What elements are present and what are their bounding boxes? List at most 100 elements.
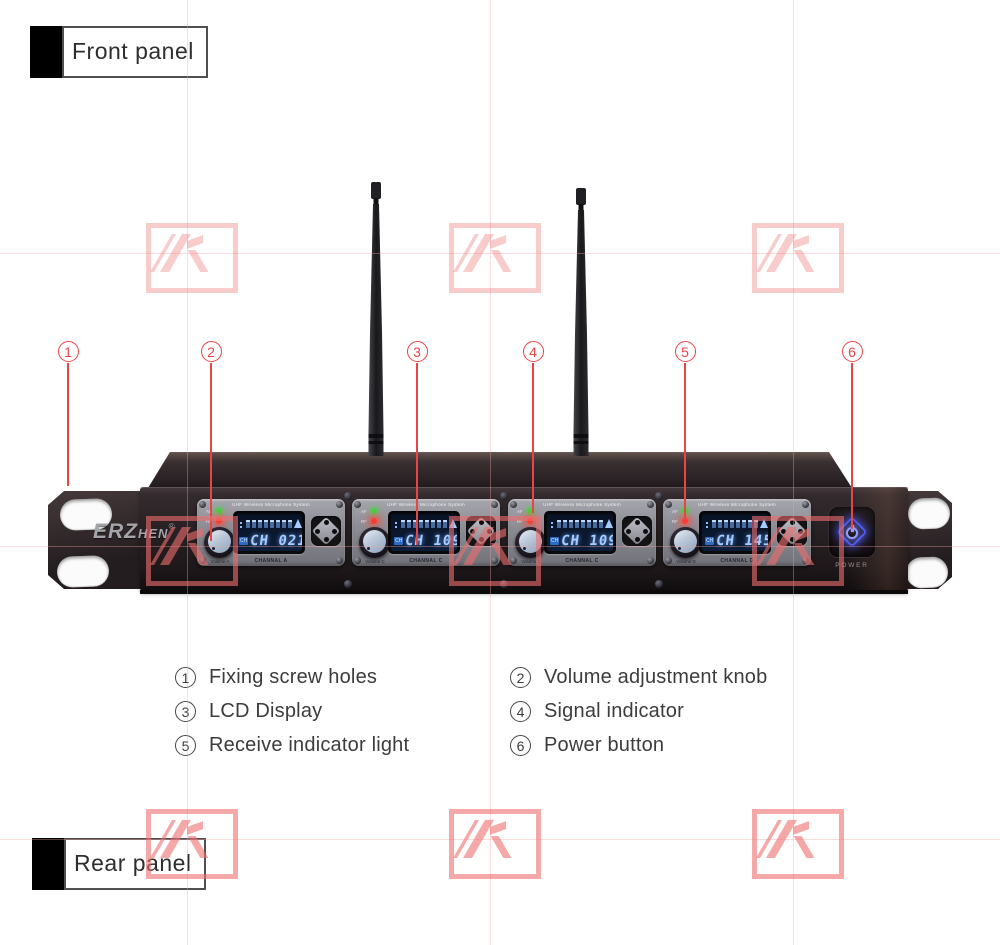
channel-name-label: CHANNAL C [565,558,599,564]
signal-bars [551,519,613,528]
legend-item-2: 2 Volume adjustment knob [510,666,767,689]
legend-number: 1 [175,667,196,688]
screw-icon [655,492,663,500]
screw-icon [199,501,206,508]
label-square-icon [30,26,63,78]
callout-line [532,363,534,513]
callout-line [416,363,418,545]
channel-tag: CH [550,537,560,545]
screw-icon [655,580,663,588]
legend-label: Volume adjustment knob [544,666,768,688]
rf-label: RF [517,518,523,524]
legend-label: Power button [544,734,665,756]
rf-label: RF [672,518,678,524]
knob-marker [367,547,370,550]
rf-led-icon [527,518,533,524]
power-label: POWER [835,562,869,569]
navigation-pad[interactable] [311,516,341,546]
af-label: AF [517,508,523,514]
screw-icon [336,557,343,564]
chassis-bottom-edge [140,590,908,594]
channel-readout: CH 021 [249,533,302,549]
channel-tag: CH [705,537,715,545]
legend-number: 6 [510,735,531,756]
rf-led-icon [216,518,222,524]
screw-icon [491,501,498,508]
callout-line [210,363,212,541]
rf-label: RF [361,518,367,524]
af-led-icon [527,508,533,514]
navigation-pad[interactable] [777,516,807,546]
callout-number: 1 [57,341,79,362]
legend-item-5: 5 Receive indicator light [175,734,409,757]
left-rack-ear [48,491,142,589]
module-system-label: UHF Wireless Microphone System [698,502,776,507]
volume-knob[interactable] [515,527,546,558]
channel-name-label: CHANNAL D [720,558,754,564]
callout-1: 1 [57,341,79,486]
channel-tag: CH [394,537,404,545]
module-system-label: UHF Wireless Microphone System [232,502,310,507]
channel-name-label: CHANNAL A [254,558,288,564]
legend-item-4: 4 Signal indicator [510,700,684,723]
antenna-left [368,182,384,456]
legend-item-1: 1 Fixing screw holes [175,666,377,689]
channel-name-label: CHANNAL C [409,558,443,564]
brand-logo: ERZHEN® [93,520,176,543]
volume-knob[interactable] [359,527,390,558]
navigation-pad[interactable] [622,516,652,546]
callout-line [67,363,69,486]
legend-number: 5 [175,735,196,756]
screw-icon [802,501,809,508]
fixing-screw-hole [906,556,949,589]
callout-2: 2 [200,341,222,541]
callout-number: 4 [522,341,544,362]
callout-5: 5 [674,341,696,521]
knob-marker [212,547,215,550]
volume-label: Volume C [521,559,541,564]
rear-panel-label: Rear panel [32,838,206,890]
screw-icon [665,501,672,508]
antenna-icon [294,519,302,528]
legend-label: LCD Display [209,700,323,722]
screw-icon [344,580,352,588]
fixing-screw-hole [907,497,951,530]
antenna-right [573,188,589,456]
af-label: AF [672,508,678,514]
screw-icon [510,501,517,508]
navigation-pad[interactable] [466,516,496,546]
volume-knob[interactable] [670,527,701,558]
screw-icon [344,492,352,500]
volume-knob[interactable] [204,527,235,558]
channel-readout: CH 145 [715,533,768,549]
callout-number: 2 [200,341,222,362]
antenna-icon [605,519,613,528]
legend-item-3: 3 LCD Display [175,700,322,723]
antenna-icon [449,519,457,528]
module-system-label: UHF Wireless Microphone System [387,502,465,507]
screw-icon [354,557,361,564]
right-rack-ear [906,491,952,589]
fixing-screw-hole [56,555,110,588]
screw-icon [802,557,809,564]
legend-label: Fixing screw holes [209,666,378,688]
af-led-icon [216,508,222,514]
rf-led-icon [682,518,688,524]
antenna-icon [760,519,768,528]
rf-led-icon [371,518,377,524]
screw-icon [510,557,517,564]
screw-icon [354,501,361,508]
screw-icon [665,557,672,564]
screw-icon [647,557,654,564]
channel-module-1: UHF Wireless Microphone System AF RF Vol… [197,499,345,566]
chassis-top-surface [148,452,852,488]
volume-label: Volume D [676,559,696,564]
